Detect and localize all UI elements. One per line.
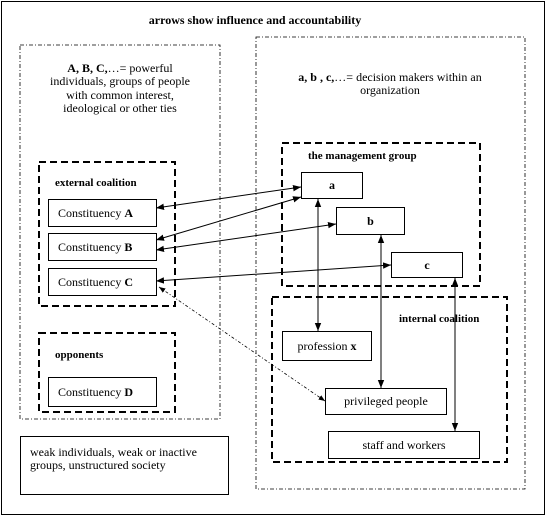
constituency-c-letter: C xyxy=(124,274,133,289)
constituency-d-box: Constituency D xyxy=(48,377,157,407)
constituency-d-prefix: Constituency xyxy=(58,384,122,399)
constituency-b-box: Constituency B xyxy=(48,233,157,261)
power-note-line3: with common interest, xyxy=(66,87,174,102)
external-coalition-label: external coalition xyxy=(55,177,137,189)
org-note-line2: organization xyxy=(360,83,420,98)
decision-maker-a: a xyxy=(301,172,363,199)
profession-letter: x xyxy=(350,338,357,353)
org-note-line1: …= decision makers within an xyxy=(334,70,482,84)
arrow-B-a xyxy=(155,196,302,241)
privileged-people-box: privileged people xyxy=(325,388,447,415)
constituency-c-box: Constituency C xyxy=(48,268,157,296)
power-note-line2: individuals, groups of people xyxy=(50,74,190,89)
management-group-label: the management group xyxy=(308,150,417,162)
decision-maker-b: b xyxy=(336,207,405,235)
power-note-symbols: A, B, C, xyxy=(67,61,108,75)
staff-and-workers-box: staff and workers xyxy=(328,431,480,459)
arrow-C-privileged-dashed xyxy=(158,286,326,402)
diagram-title: arrows show influence and accountability xyxy=(148,13,362,27)
org-note-symbols: a, b , c, xyxy=(298,70,335,84)
opponents-frame xyxy=(38,332,176,413)
internal-coalition-label: internal coalition xyxy=(399,313,480,325)
arrow-A-a xyxy=(155,184,302,211)
constituency-a-letter: A xyxy=(124,205,133,220)
constituency-d-letter: D xyxy=(124,384,133,399)
power-note-line1: …= powerful xyxy=(107,61,173,75)
decision-maker-c: c xyxy=(391,252,463,278)
opponents-label: opponents xyxy=(55,349,104,361)
arrow-C-c xyxy=(155,262,392,284)
constituency-b-prefix: Constituency xyxy=(58,239,122,254)
power-note-line4: ideological or other ties xyxy=(63,101,177,116)
weak-groups-box: weak individuals, weak or inactive group… xyxy=(20,436,229,495)
profession-prefix: profession xyxy=(297,338,348,353)
arrow-B-b xyxy=(155,221,337,253)
constituency-a-box: Constituency A xyxy=(48,199,157,227)
profession-x-box: profession x xyxy=(282,331,372,361)
constituency-b-letter: B xyxy=(124,239,133,254)
constituency-a-prefix: Constituency xyxy=(58,205,122,220)
constituency-c-prefix: Constituency xyxy=(58,274,122,289)
external-coalition-frame xyxy=(38,161,176,307)
